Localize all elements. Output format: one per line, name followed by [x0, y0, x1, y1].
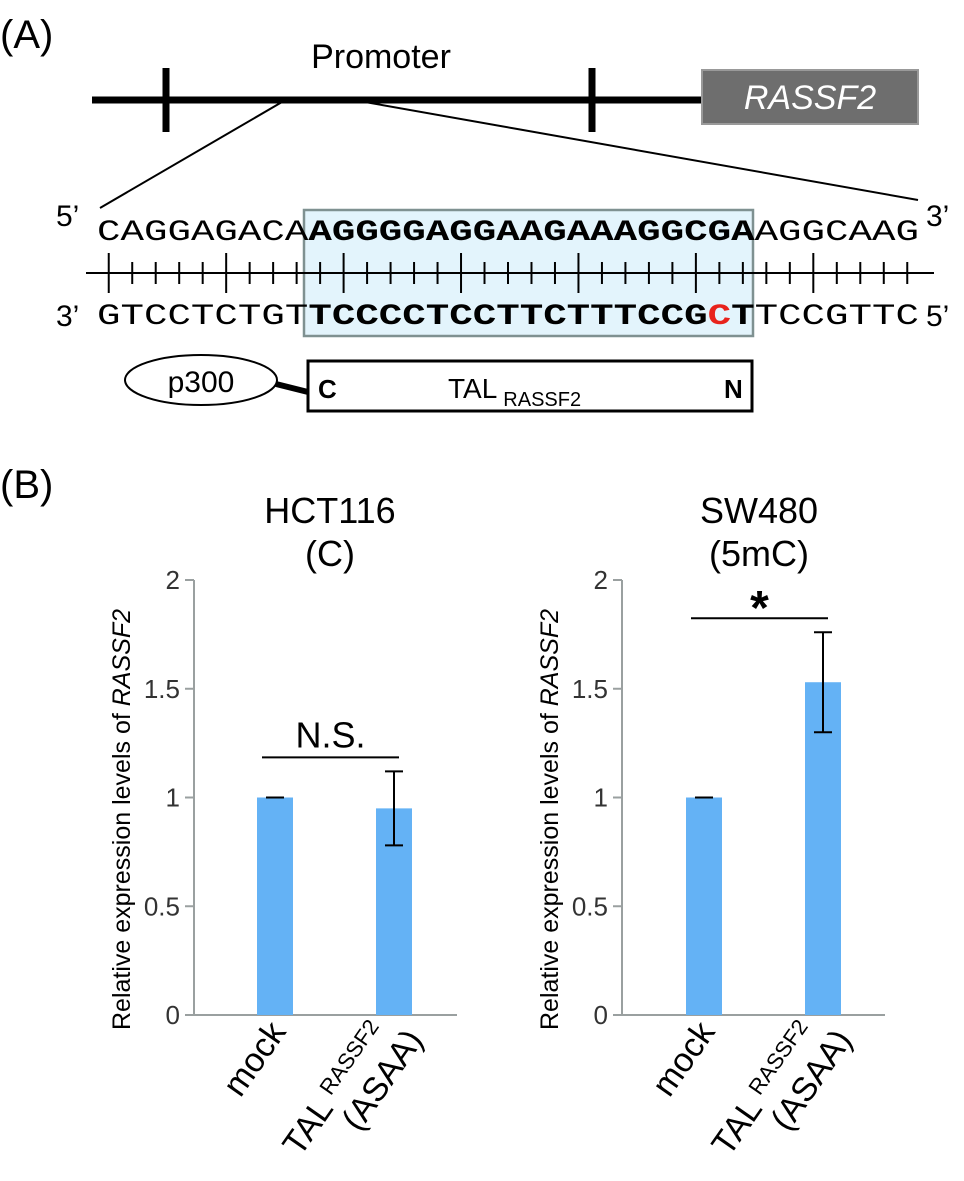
bar [257, 797, 293, 1015]
y-tick-label: 2 [594, 565, 608, 595]
chart-subtitle: (5mC) [709, 533, 809, 574]
x-label-mock: mock [216, 1014, 294, 1103]
significance-label: * [750, 582, 769, 635]
y-tick-label: 0 [166, 1000, 180, 1030]
tal-c-terminus: C [318, 374, 337, 404]
y-tick-label: 2 [166, 565, 180, 595]
y-tick-label: 0 [594, 1000, 608, 1030]
bottom-seq-suffix: TCCGTTC [755, 300, 919, 334]
bar [805, 682, 841, 1015]
bottom-seq-prefix: GTCCTCTGT [97, 300, 308, 334]
bottom-strand-5prime: 5’ [926, 300, 949, 333]
bottom-strand-3prime: 3’ [56, 300, 79, 333]
top-seq-target: AGGGGAGGAAGAAAGGCGA [308, 216, 754, 250]
tal-label-main: TAL [448, 373, 497, 404]
y-axis-label-main: Relative expression levels of [536, 706, 564, 1030]
bar [686, 797, 722, 1015]
fusion-linker [275, 381, 309, 395]
p300-ellipse [124, 354, 278, 406]
y-axis-label: Relative expression levels of RASSF2 [536, 609, 564, 1030]
x-label-tal-main: TAL [704, 1091, 769, 1162]
bottom-seq-target-a: TCCCCTCCTTCTTTCCG [308, 300, 707, 334]
panel-b-label: (B) [0, 463, 53, 507]
tal-label: TAL RASSF2 [448, 373, 581, 411]
tal-label-sub: RASSF2 [503, 389, 581, 411]
y-tick-label: 0.5 [144, 891, 180, 921]
significance-label: N.S. [295, 714, 365, 755]
promoter-label: Promoter [311, 38, 451, 76]
top-strand-5prime: 5’ [56, 200, 79, 233]
tal-n-terminus: N [724, 374, 743, 404]
x-label-mock: mock [645, 1014, 723, 1103]
base-pair-ticks [107, 253, 909, 293]
chart-title: SW480 [700, 490, 818, 531]
y-tick-label: 1.5 [572, 674, 608, 704]
gene-box-label: RASSF2 [744, 79, 876, 117]
bottom-seq-target-b: T [731, 300, 755, 334]
y-tick-label: 1.5 [144, 674, 180, 704]
p300-label: p300 [168, 366, 235, 399]
y-tick-label: 1 [166, 783, 180, 813]
top-seq-suffix: AGGCAAG [755, 216, 919, 250]
y-axis-label: Relative expression levels of RASSF2 [108, 609, 136, 1030]
chart-title: HCT116 [264, 490, 395, 531]
bottom-seq-methyl-c: C [708, 300, 732, 334]
tal-box [306, 359, 754, 413]
y-axis-label-gene: RASSF2 [108, 609, 136, 706]
gene-box [701, 69, 919, 125]
y-axis-label-gene: RASSF2 [536, 609, 564, 706]
chart-subtitle: (C) [305, 533, 355, 574]
x-label-tal-main: TAL [275, 1091, 340, 1162]
y-tick-label: 1 [594, 783, 608, 813]
zoom-line-left [99, 101, 283, 209]
panel-a-label: (A) [0, 13, 53, 57]
y-tick-label: 0.5 [572, 891, 608, 921]
y-axis-label-main: Relative expression levels of [108, 706, 136, 1030]
top-seq-prefix: CAGGAGACA [97, 216, 308, 250]
top-strand-3prime: 3’ [926, 200, 949, 233]
zoom-line-right [364, 101, 919, 201]
